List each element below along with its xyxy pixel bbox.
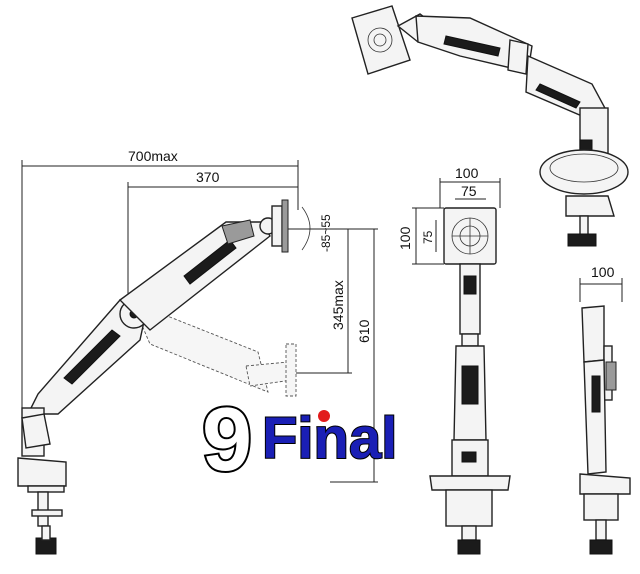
plate-inner-width-label: 75 <box>461 183 477 199</box>
plate-width-label: 100 <box>455 165 479 181</box>
dimension-tilt: -85~55 <box>301 206 333 252</box>
brand-dot <box>318 410 330 422</box>
tilt-label: -85~55 <box>319 214 333 252</box>
brand-logo: 9 Final <box>200 392 398 482</box>
plate-inner-height-label: 75 <box>421 230 435 244</box>
dimension-700max: 700max <box>21 148 299 418</box>
arm-front-view: 100 75 100 75 <box>397 165 511 555</box>
arm-side-view <box>17 199 297 555</box>
height-max-label: 345max <box>330 280 346 330</box>
dimension-610: 610 <box>300 228 378 483</box>
arm-side-narrow-view: 100 <box>579 264 631 555</box>
reach-label: 370 <box>196 169 220 185</box>
width-max-label: 700max <box>128 148 178 164</box>
dimension-345max: 345max <box>280 228 352 374</box>
pole-height-label: 610 <box>356 319 372 343</box>
plate-height-label: 100 <box>397 226 413 250</box>
arm-perspective-view <box>351 5 629 247</box>
side-plate-label: 100 <box>591 264 615 280</box>
dimension-370: 370 <box>127 169 298 300</box>
brand-digit: 9 <box>202 392 252 482</box>
